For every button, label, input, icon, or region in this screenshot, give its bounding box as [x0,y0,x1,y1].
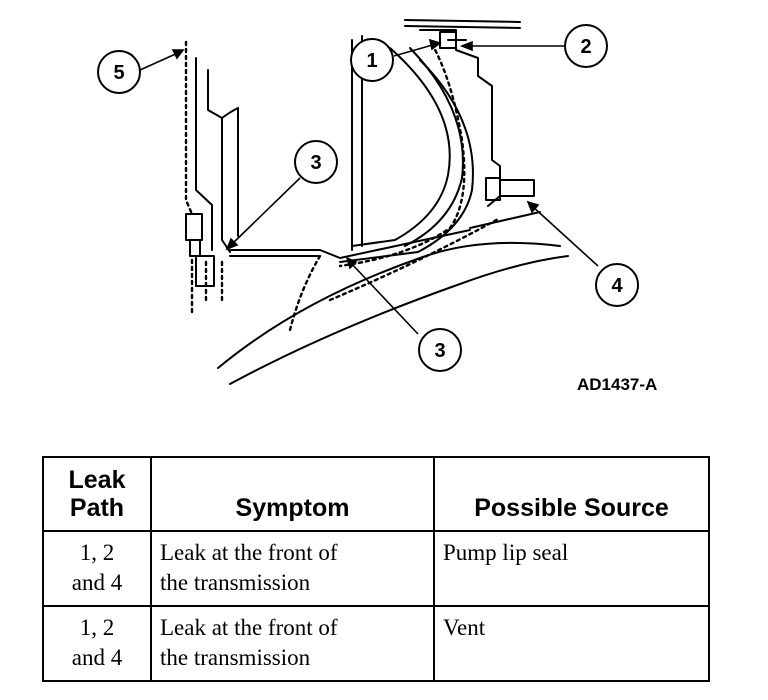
svg-text:1: 1 [366,50,377,72]
svg-text:2: 2 [580,36,591,58]
leak-path-3 [288,254,322,332]
header-leak-path: Leak Path [42,456,152,532]
callout-1: 1 [350,38,394,82]
case-line-lower [229,255,569,385]
cell-possible-source: Vent [433,605,710,682]
case-line-outer [217,241,561,369]
svg-text:3: 3 [310,152,321,174]
right-bolt [499,179,535,197]
callout-3-lower: 3 [418,328,462,372]
leak-path-1 [338,42,466,268]
cell-leak-path: 1, 2 and 4 [42,530,152,607]
right-housing [419,29,501,207]
figure-id-label: AD1437-A [577,375,657,394]
leak-path-3-lower [328,216,502,302]
cell-leak-path: 1, 2 and 4 [42,605,152,682]
pump-inner-curve [339,59,474,263]
left-flange [221,107,239,237]
leak-path-diagram: 5 1 2 3 3 4 AD1437-A [97,19,657,394]
table-row: 1, 2 and 4 Leak at the front of the tran… [42,605,710,682]
svg-text:3: 3 [434,340,445,362]
table-header-row: Leak Path Symptom Possible Source [42,456,710,532]
left-housing-outline [195,57,213,251]
left-bolt [185,213,203,241]
leak-path-5 [184,40,194,216]
header-symptom: Symptom [150,456,435,532]
case-line-upper [469,211,541,229]
pump-housing-curve [351,47,451,247]
callout-4: 4 [595,263,639,307]
callout-3-upper: 3 [294,140,338,184]
cell-symptom: Leak at the front of the transmission [150,530,435,607]
svg-text:5: 5 [113,62,124,84]
housing-bottom [229,229,471,259]
svg-text:4: 4 [611,275,623,297]
table-row: 1, 2 and 4 Leak at the front of the tran… [42,530,710,607]
leak-path-table: Leak Path Symptom Possible Source 1, 2 a… [42,456,710,682]
callout-5: 5 [97,50,141,94]
cell-symptom: Leak at the front of the transmission [150,605,435,682]
callout-2: 2 [564,24,608,68]
header-possible-source: Possible Source [433,456,710,532]
cell-possible-source: Pump lip seal [433,530,710,607]
